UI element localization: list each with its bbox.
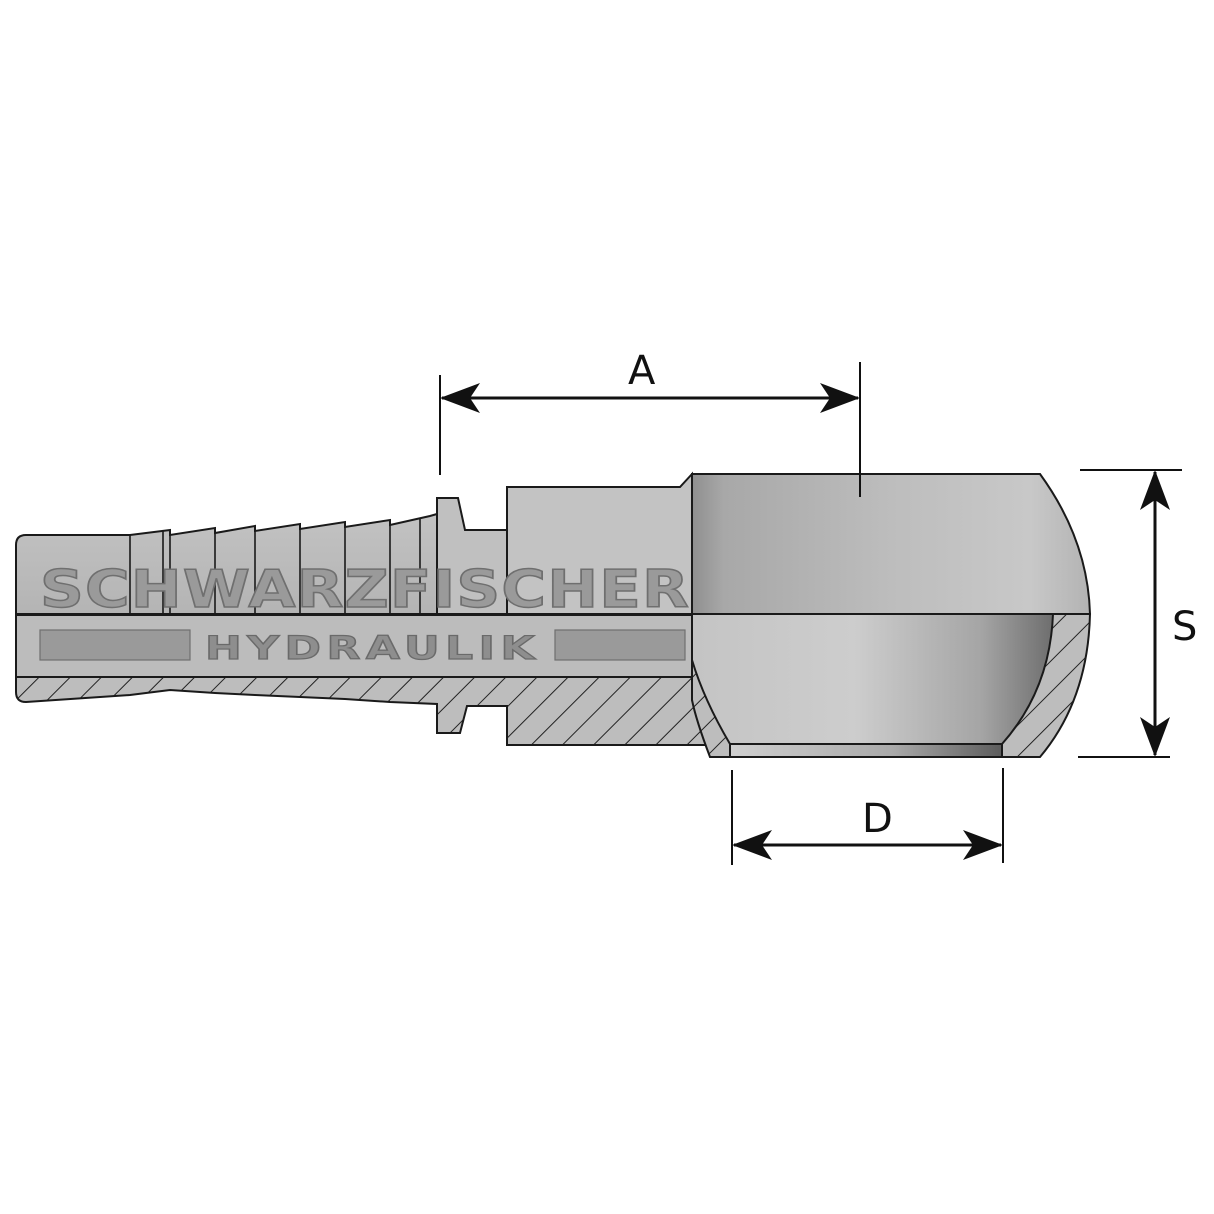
- banjo-seat: [729, 743, 1003, 758]
- dimension-s-label: S: [1172, 604, 1197, 650]
- watermark-brand: SCHWARZFISCHER: [40, 560, 690, 620]
- watermark-sub: HYDRAULIK: [205, 629, 540, 667]
- banjo-eye-bore: [691, 613, 1055, 745]
- banjo-eye-upper: [691, 473, 1092, 615]
- tail-wall-section: [15, 676, 712, 746]
- barb-ribs: [129, 518, 421, 615]
- dimension-d-label: D: [862, 796, 893, 842]
- dimension-a-label: A: [628, 348, 656, 394]
- dimension-d: D: [731, 768, 1004, 865]
- dimension-a: A: [439, 348, 861, 497]
- watermark-sub-bar: [39, 629, 686, 661]
- dimension-s: S: [1078, 469, 1197, 758]
- fitting-body: SCHWARZFISCHER HYDRAULIK: [15, 471, 1092, 758]
